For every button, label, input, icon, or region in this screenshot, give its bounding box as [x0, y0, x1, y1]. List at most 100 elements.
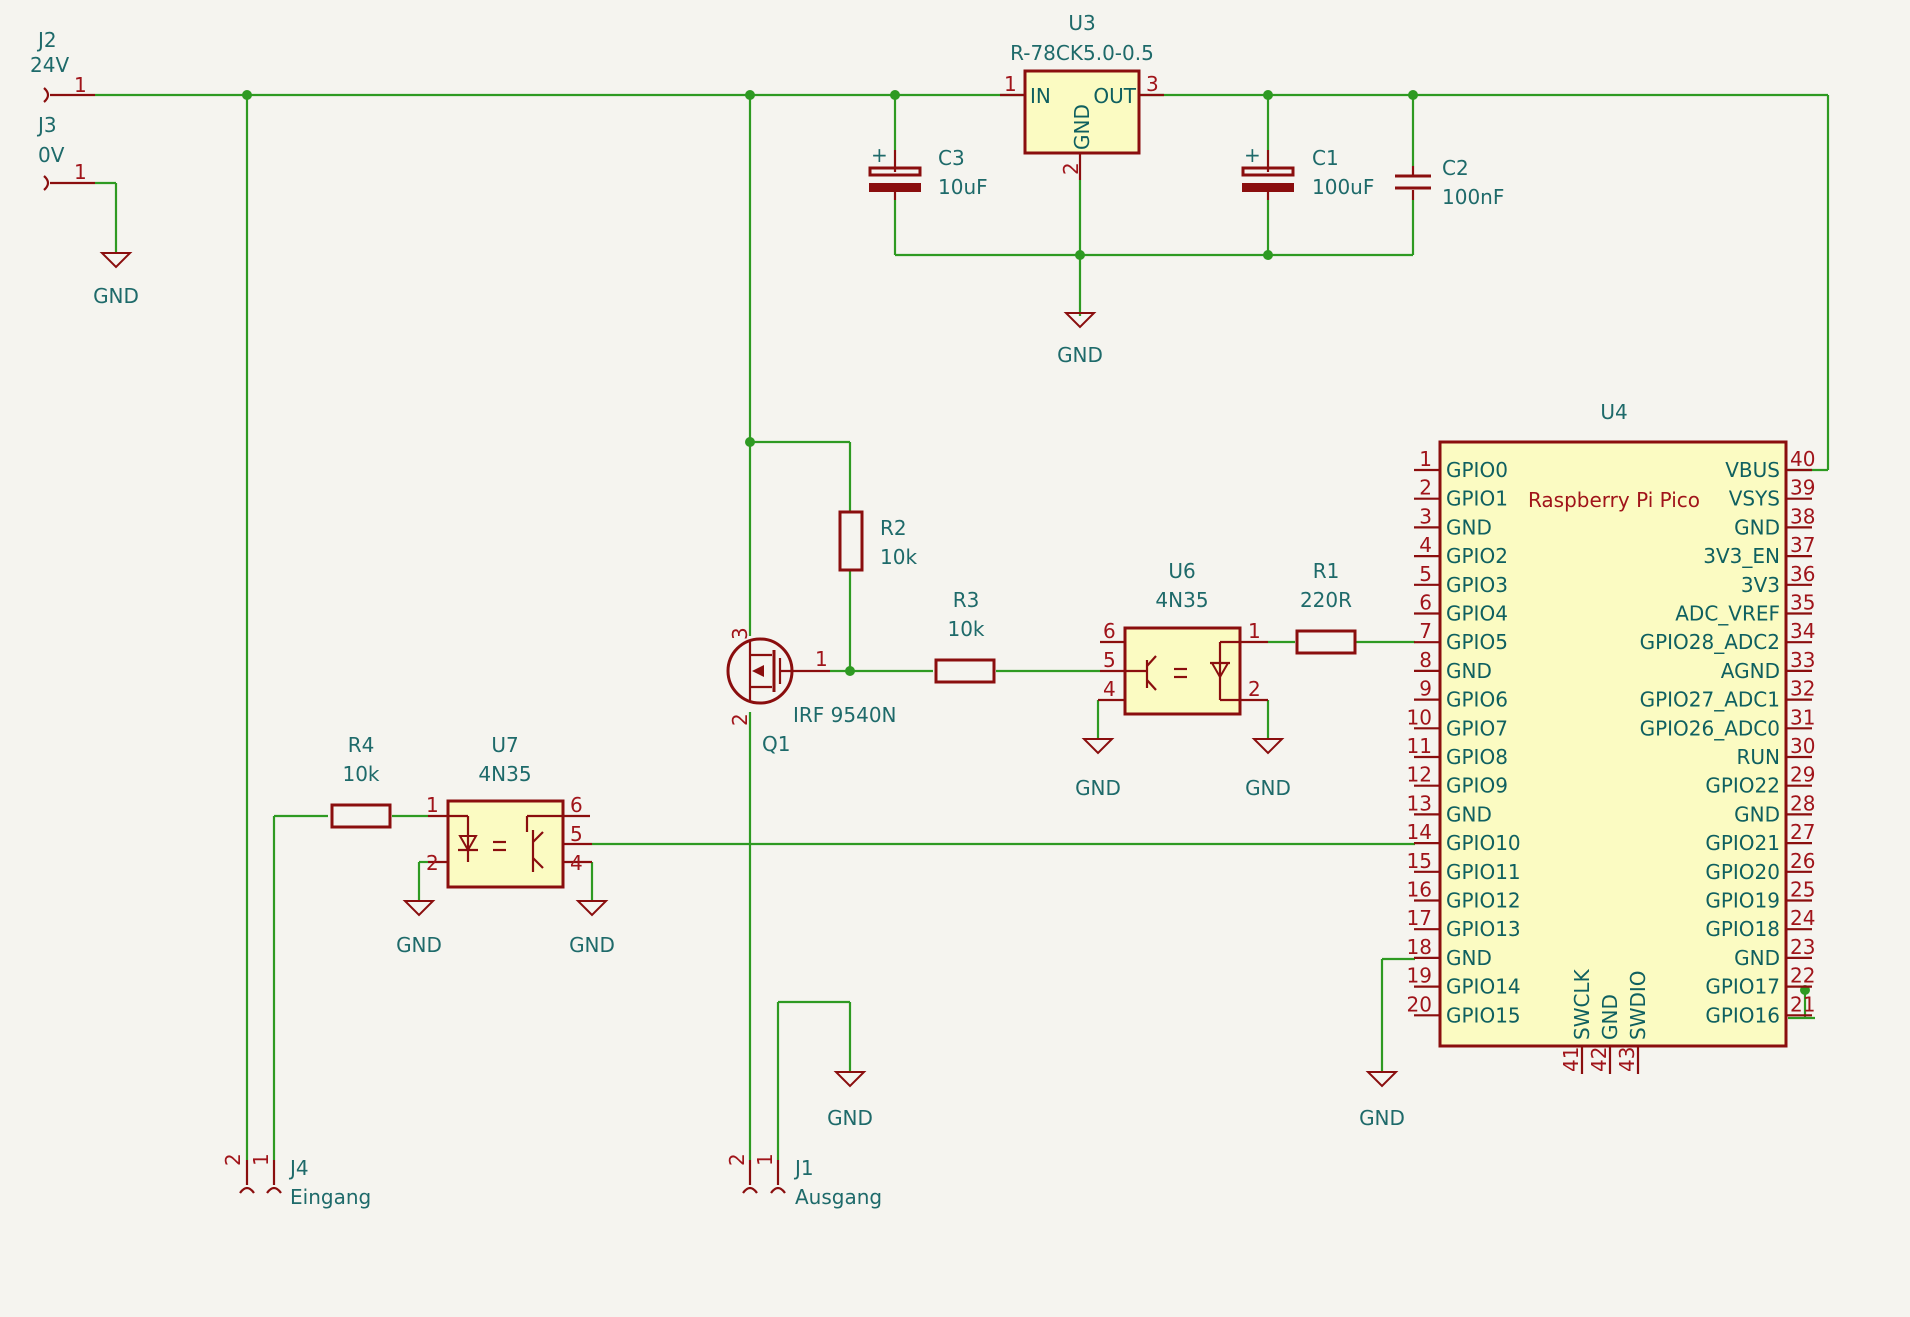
gnd-symbol-pico: GND [1359, 1071, 1405, 1130]
pico-pin-number: 36 [1790, 562, 1815, 586]
gnd-symbol-regulator: GND [1057, 312, 1103, 367]
pico-pin-24[interactable]: 24 GPIO18 [1705, 906, 1815, 941]
mosfet-q1[interactable]: 3 2 1 IRF 9540N Q1 [726, 627, 897, 756]
u3-pin-out: OUT [1093, 84, 1136, 108]
pico-pin-name: AGND [1721, 659, 1780, 683]
c2-ref: C2 [1442, 156, 1469, 180]
pico-pin-number: 14 [1407, 820, 1432, 844]
pico-pin-name: GPIO15 [1446, 1003, 1521, 1027]
capacitor-c1[interactable]: + C1 100uF [1241, 143, 1374, 200]
pico-pin-name: GPIO17 [1705, 975, 1780, 999]
pico-pin-number: 19 [1407, 964, 1432, 988]
c1-value: 100uF [1312, 175, 1374, 199]
r2-ref: R2 [880, 516, 907, 540]
pico-pin-number: 40 [1790, 447, 1815, 471]
q1-value: IRF 9540N [793, 703, 897, 727]
pico-pin-name: GPIO20 [1705, 860, 1780, 884]
j1-pin-number-2: 2 [725, 1153, 749, 1166]
optocoupler-u7[interactable]: U7 4N35 1 2 6 5 4 [426, 733, 592, 889]
optocoupler-u6[interactable]: U6 4N35 6 5 4 1 2 [1098, 559, 1268, 716]
u6-pin-number-6: 6 [1103, 619, 1116, 643]
gnd-label: GND [396, 933, 442, 957]
connector-j3[interactable]: J3 0V 1 [36, 113, 95, 191]
resistor-r3[interactable]: R3 10k [934, 588, 996, 684]
u3-pin-gnd: GND [1070, 104, 1094, 150]
pico-pin-name: 3V3 [1741, 573, 1780, 597]
pico-pin-33[interactable]: 33 AGND [1721, 648, 1816, 683]
u6-ref: U6 [1168, 559, 1195, 583]
pico-pin-name: GPIO18 [1705, 917, 1780, 941]
pico-pin-number: 24 [1790, 906, 1815, 930]
connector-j1[interactable]: 2 1 J1 Ausgang [725, 1153, 882, 1209]
pico-pin-number: 41 [1559, 1047, 1583, 1072]
pico-pin-name: GPIO22 [1705, 774, 1780, 798]
j1-value: Ausgang [795, 1185, 882, 1209]
c3-ref: C3 [938, 146, 965, 170]
pico-pin-20[interactable]: 20 GPIO15 [1407, 992, 1521, 1027]
u7-pin-number-4: 4 [570, 851, 583, 875]
c3-value: 10uF [938, 175, 988, 199]
capacitor-c3[interactable]: + C3 10uF [868, 143, 988, 200]
pico-pin-number: 33 [1790, 648, 1815, 672]
u7-pin-number-2: 2 [426, 851, 439, 875]
pico-pin-number: 25 [1790, 878, 1815, 902]
resistor-r2[interactable]: R2 10k [838, 510, 917, 572]
connector-j4[interactable]: 2 1 J4 Eingang [221, 1153, 371, 1209]
c1-ref: C1 [1312, 146, 1339, 170]
resistor-r4[interactable]: R4 10k [330, 733, 392, 829]
pico-pin-36[interactable]: 36 3V3 [1741, 562, 1816, 597]
pico-pin-number: 17 [1407, 906, 1432, 930]
resistor-r1[interactable]: R1 220R [1295, 559, 1357, 655]
gnd-label: GND [1359, 1106, 1405, 1130]
connector-j2[interactable]: J2 24V 1 [30, 28, 95, 103]
gnd-label: GND [1075, 776, 1121, 800]
j3-ref: J3 [36, 113, 57, 137]
pico-pin-name: RUN [1737, 745, 1781, 769]
pico-pin-number: 20 [1407, 992, 1432, 1016]
regulator-u3[interactable]: U3 R-78CK5.0-0.5 IN OUT GND 1 3 2 [1000, 11, 1164, 180]
pico-pin-number: 10 [1407, 705, 1432, 729]
capacitor-c2[interactable]: C2 100nF [1395, 156, 1504, 209]
